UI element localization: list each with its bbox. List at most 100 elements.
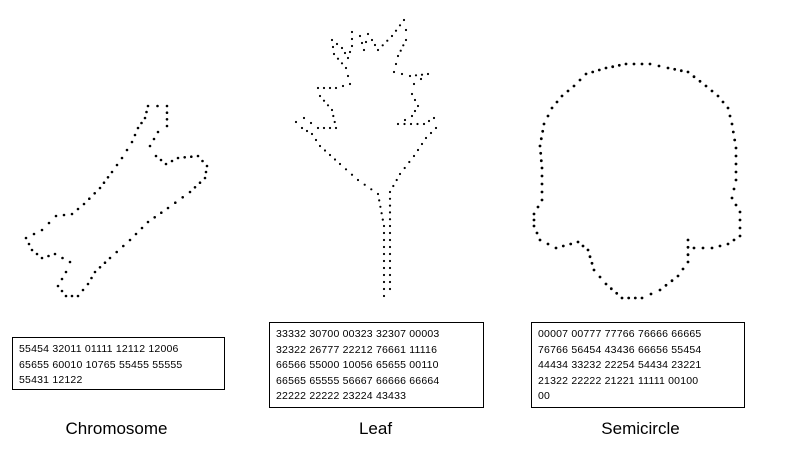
outline-dot xyxy=(666,66,670,70)
outline-dot xyxy=(611,65,615,69)
outline-dot xyxy=(388,231,392,235)
outline-dot xyxy=(546,114,550,118)
outline-dot xyxy=(153,216,156,219)
outline-dot xyxy=(624,62,628,66)
outline-dot xyxy=(64,270,68,274)
outline-dot xyxy=(532,224,536,228)
outline-dot xyxy=(692,75,696,79)
outline-dot xyxy=(416,148,420,152)
outline-dot xyxy=(578,78,582,82)
outline-dot xyxy=(350,44,354,48)
outline-dot xyxy=(379,205,382,208)
outline-dot xyxy=(382,224,386,228)
outline-dot xyxy=(103,261,107,265)
outline-dot xyxy=(88,197,91,200)
outline-dot xyxy=(47,221,51,225)
outline-dot xyxy=(676,274,680,278)
outline-dot xyxy=(381,218,384,221)
outline-dot xyxy=(640,62,644,66)
outline-dot xyxy=(734,146,738,150)
outline-dot xyxy=(362,48,366,52)
outline-dot xyxy=(146,220,150,224)
outline-dot xyxy=(165,104,169,108)
outline-dot xyxy=(302,116,306,120)
outline-dot xyxy=(590,261,594,265)
outline-dot xyxy=(344,66,348,70)
outline-dot xyxy=(382,287,386,291)
outline-dot xyxy=(649,292,653,296)
outline-dot xyxy=(679,69,683,73)
outline-dot xyxy=(540,182,544,186)
outline-dot xyxy=(422,122,426,126)
outline-dot xyxy=(726,242,730,246)
outline-dot xyxy=(120,156,124,160)
outline-dot xyxy=(388,259,392,263)
outline-dot xyxy=(581,244,585,248)
outline-dot xyxy=(604,282,608,286)
outline-dot xyxy=(734,178,738,182)
outline-dot xyxy=(176,156,180,160)
outline-dot xyxy=(340,62,344,65)
outline-dot xyxy=(61,256,64,260)
outline-dot xyxy=(98,186,102,190)
outline-dot xyxy=(201,159,204,163)
outline-dot xyxy=(388,204,392,207)
outline-dot xyxy=(53,252,57,256)
outline-dot xyxy=(540,198,544,202)
outline-dot xyxy=(657,64,661,68)
outline-dot xyxy=(322,99,326,102)
outline-dot xyxy=(403,122,406,126)
outline-dot xyxy=(716,94,720,98)
outline-dot xyxy=(86,282,90,286)
outline-dot xyxy=(402,44,405,47)
outline-dot xyxy=(633,296,637,300)
outline-dot xyxy=(686,260,690,264)
outline-dot xyxy=(108,256,112,260)
outline-dot xyxy=(328,126,332,130)
outline-dot xyxy=(309,121,313,125)
outline-dot xyxy=(60,289,64,293)
outline-dot xyxy=(408,74,412,78)
outline-dot xyxy=(35,252,39,256)
outline-dot xyxy=(535,231,539,235)
outline-dot xyxy=(343,51,347,55)
outline-dot xyxy=(330,38,334,42)
outline-dot xyxy=(416,122,419,126)
outline-dot xyxy=(658,288,662,292)
outline-dot xyxy=(340,46,344,50)
outline-dot xyxy=(68,260,72,264)
outline-dot xyxy=(382,252,386,256)
outline-dot xyxy=(356,178,360,182)
outline-dot xyxy=(198,181,202,184)
outline-dot xyxy=(598,275,602,279)
outline-dot xyxy=(70,294,74,298)
outline-dot xyxy=(364,40,368,44)
outline-dot xyxy=(370,188,373,191)
outline-dot xyxy=(698,79,702,83)
outline-dot xyxy=(332,52,336,56)
outline-dot xyxy=(424,136,428,140)
outline-dot xyxy=(399,49,402,52)
outline-dot xyxy=(134,232,138,236)
outline-dot xyxy=(145,110,148,114)
outline-dot xyxy=(332,114,335,118)
outline-dot xyxy=(346,74,350,78)
outline-dot xyxy=(390,34,394,38)
outline-dot xyxy=(734,170,738,174)
outline-dot xyxy=(136,126,140,130)
outline-dot xyxy=(686,253,690,257)
outline-dot xyxy=(350,30,354,34)
outline-dot xyxy=(398,172,402,176)
outline-dot xyxy=(24,236,28,240)
outline-dot xyxy=(597,68,601,72)
outline-dot xyxy=(532,212,536,216)
outline-dot xyxy=(576,240,580,244)
outline-dot xyxy=(388,273,392,277)
outline-dot xyxy=(732,238,736,242)
outline-dot xyxy=(76,207,80,211)
chain-code-line: 66566 55000 10056 65655 00110 xyxy=(276,359,439,371)
outline-dot xyxy=(410,114,414,118)
outline-dot xyxy=(586,248,590,252)
outline-dot xyxy=(382,245,386,249)
